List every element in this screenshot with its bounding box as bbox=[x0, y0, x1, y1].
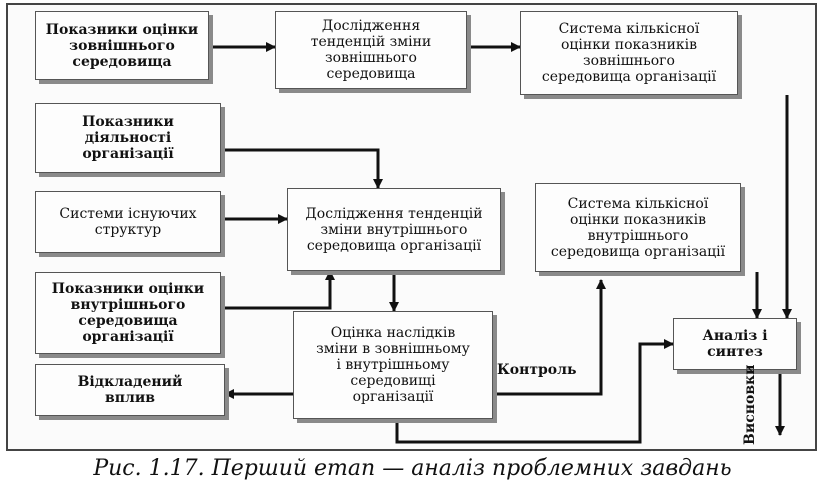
box-internal-trends: Дослідження тенденцій зміни внутрішнього… bbox=[287, 188, 501, 271]
arrow-org-activity-to-int-trends bbox=[221, 148, 383, 189]
arrow-control-to-int-quant bbox=[493, 279, 606, 396]
box-analysis-synthesis: Аналіз і синтез bbox=[673, 318, 797, 370]
label-conclusions: Висновки bbox=[742, 364, 758, 445]
arrow-consequences-to-analysis bbox=[395, 339, 674, 444]
arrow-int-indicators-to-int-trends bbox=[221, 270, 335, 310]
box-internal-quant-system: Система кількісної оцінки показників вну… bbox=[535, 183, 741, 272]
box-internal-indicators: Показники оцінки внутрішнього середовища… bbox=[35, 272, 221, 354]
box-consequences-assessment: Оцінка наслідків зміни в зовнішньому і в… bbox=[293, 311, 493, 419]
label-control: Контроль bbox=[497, 362, 577, 378]
box-external-trends: Дослідження тенденцій зміни зовнішнього … bbox=[275, 11, 467, 89]
box-org-activity-indicators: Показники діяльності організації bbox=[35, 103, 221, 173]
box-external-indicators: Показники оцінки зовнішнього середовища bbox=[35, 11, 209, 80]
box-external-quant-system: Система кількісної оцінки показників зов… bbox=[520, 11, 738, 95]
figure-caption: Рис. 1.17. Перший етап — аналіз проблемн… bbox=[93, 456, 732, 481]
box-existing-structures: Системи існуючих структур bbox=[35, 191, 221, 253]
box-deferred-impact: Відкладений вплив bbox=[35, 364, 225, 416]
